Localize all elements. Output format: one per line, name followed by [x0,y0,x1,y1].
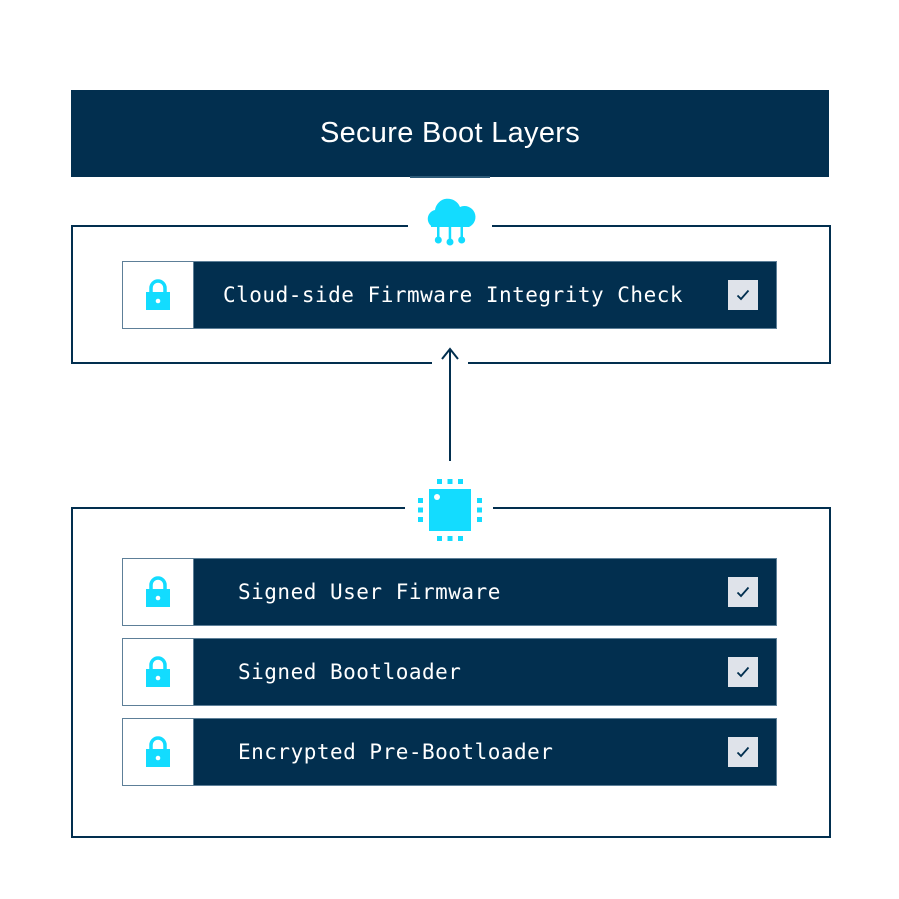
lock-cell [123,559,194,625]
checkbox-cloud-integrity[interactable] [728,280,758,310]
checkmark-icon [736,586,750,598]
lock-cell [123,719,194,785]
checkmark-icon [736,666,750,678]
layer-row-encrypted-pre-bootloader: Encrypted Pre-Bootloader [122,718,777,786]
layer-row-signed-bootloader: Signed Bootloader [122,638,777,706]
diagram-title-text: Secure Boot Layers [319,117,581,149]
diagram-title: Secure Boot Layers [71,90,829,177]
layer-row-signed-user-firmware: Signed User Firmware [122,558,777,626]
checkmark-icon [736,746,750,758]
layer-label: Signed Bootloader [238,660,462,684]
checkmark-icon [736,289,750,301]
lock-icon [146,279,170,310]
checkbox-encrypted-pre-bootloader[interactable] [728,737,758,767]
checkbox-signed-bootloader[interactable] [728,657,758,687]
layer-label: Encrypted Pre-Bootloader [238,740,554,764]
layer-row-cloud-integrity: Cloud-side Firmware Integrity Check [122,261,777,329]
title-connector-accent [410,176,490,178]
chip-icon [418,479,482,541]
lock-icon [146,656,170,687]
lock-cell [123,639,194,705]
lock-icon [146,736,170,767]
checkbox-signed-user-firmware[interactable] [728,577,758,607]
arrow-up-icon [441,347,459,461]
lock-icon [146,576,170,607]
lock-cell [123,262,194,328]
layer-label: Cloud-side Firmware Integrity Check [223,283,684,307]
cloud-network-icon [427,198,476,246]
layer-label: Signed User Firmware [238,580,501,604]
